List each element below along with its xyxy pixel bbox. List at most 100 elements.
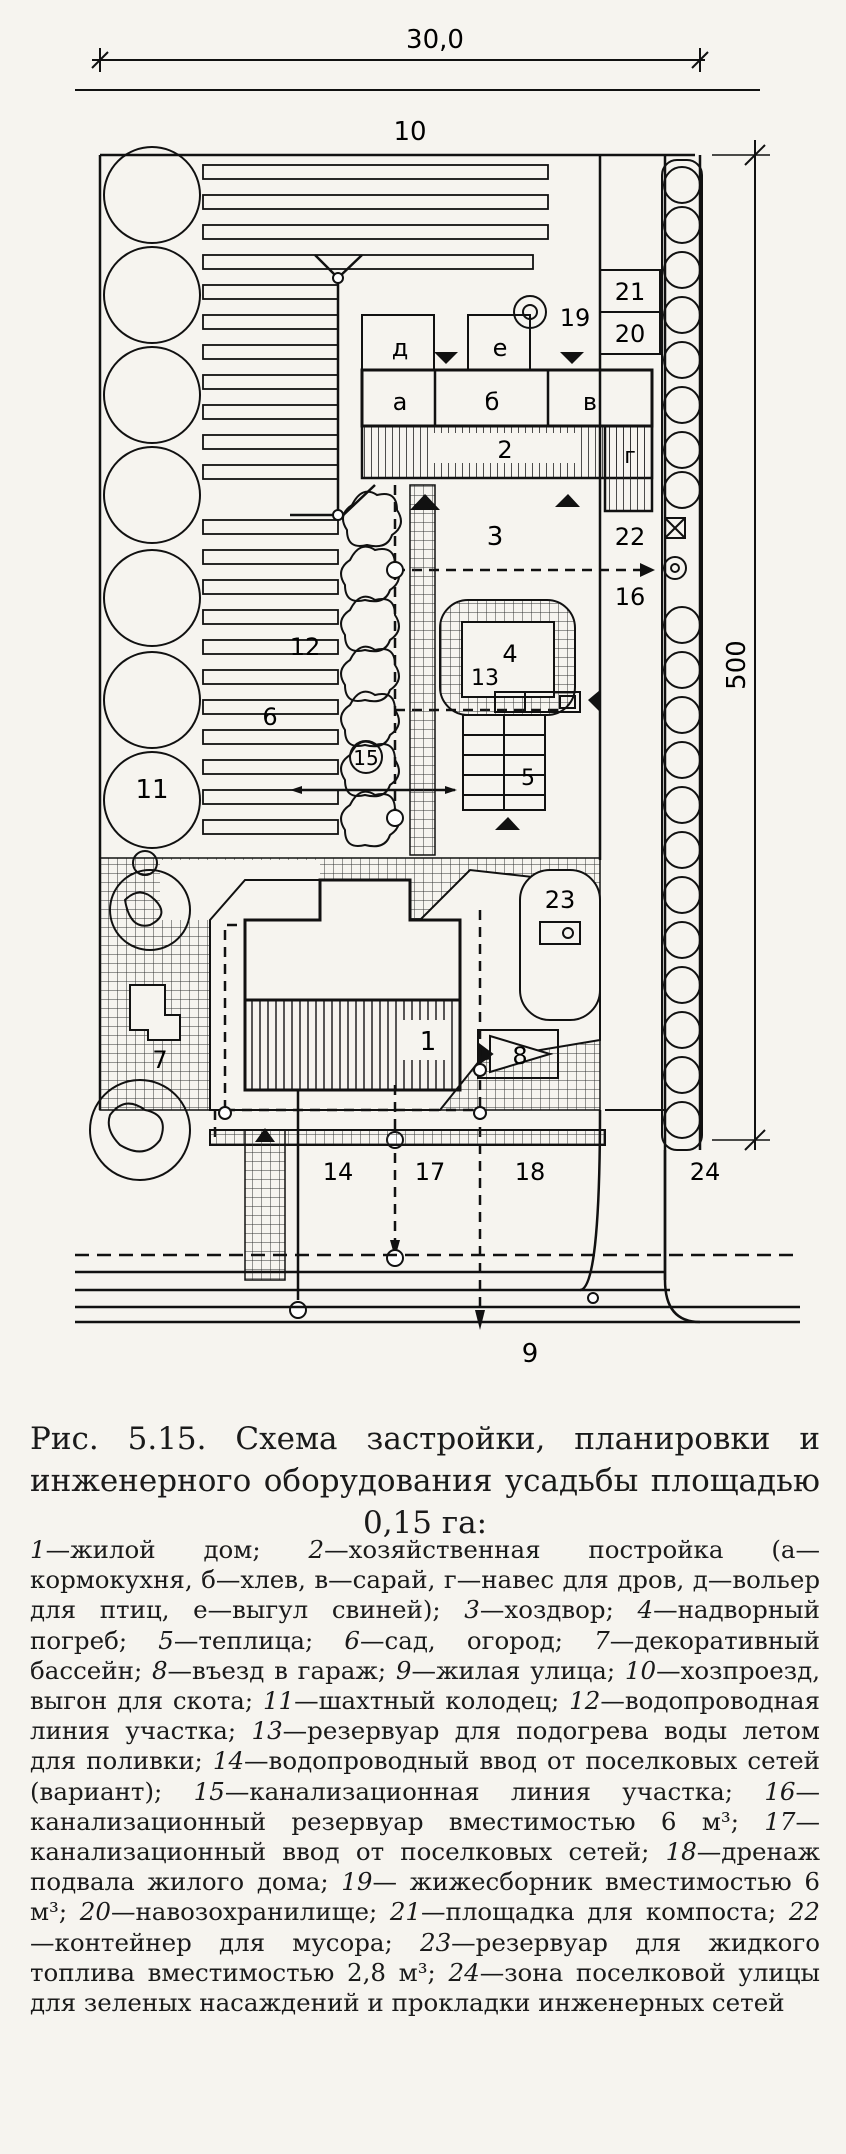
legend-text: —резервуар для жидкого топлива вместимос… [30,1927,820,1987]
ornamental-shrub [89,850,191,1181]
label-23: 23 [545,886,576,914]
legend-text: —сад, огород; [360,1625,595,1655]
label-14: 14 [323,1158,354,1186]
label-1: 1 [420,1027,437,1057]
legend-text: —резервуар для подогрева воды летом для … [30,1716,820,1776]
label-10: 10 [393,117,426,147]
label-18: 18 [515,1158,546,1186]
legend-number: 21 [389,1897,422,1927]
legend-item: 13—резервуар для подогрева воды летом дл… [30,1716,820,1775]
length-dimension: 500 [712,140,770,1151]
house [243,878,462,1092]
legend-number: 7 [594,1625,610,1655]
legend-item: 11—шахтный колодец; [263,1686,569,1715]
legend-text: —зона поселковой улицы для зеленых насаж… [30,1957,820,2018]
legend-number: 4 [637,1595,654,1625]
legend-item: 21—площадка для компоста; [390,1897,789,1926]
legend-number: 18 [665,1837,697,1867]
legend-item: 7—декоративный бассейн; [30,1626,820,1685]
legend-number: 9 [395,1655,412,1685]
label-2: 2 [497,436,512,464]
label-20: 20 [615,320,646,348]
legend-number: 5 [158,1625,174,1655]
legend-number: 24 [448,1957,480,1987]
legend-item: 18—дренаж подвала жилого дома; [30,1837,820,1896]
legend-number: 8 [151,1655,168,1685]
legend-item: 1—жилой дом; [30,1535,308,1564]
legend-text: —надворный погреб; [30,1595,820,1655]
legend-number: 3 [464,1595,480,1625]
legend-text: —канализационная линия участка; [224,1776,765,1806]
width-label: 30,0 [406,25,464,55]
label-a: а [393,388,408,416]
legend-item: 14—водопроводный ввод от поселковых сете… [30,1746,820,1805]
label-21: 21 [615,278,646,306]
legend-item: 23—резервуар для жидкого топлива вместим… [30,1928,820,1987]
width-dimension: 30,0 [75,25,760,91]
legend-item: 10—хозпроезд, выгон для скота; [30,1656,820,1715]
label-12: 12 [290,633,321,661]
legend-text: —жилой дом; [45,1535,309,1564]
label-v: в [583,388,597,416]
legend-number: 1 [30,1535,46,1564]
legend-number: 15 [193,1776,225,1806]
legend-number: 2 [308,1535,325,1564]
legend-item: 6—сад, огород; [344,1626,594,1655]
legend-item: 12—водопроводная линия участка; [30,1686,820,1745]
label-d: д [392,334,409,362]
label-8: 8 [512,1042,527,1070]
legend-number: 20 [79,1897,111,1927]
legend-item: 3—хоздвор; [464,1595,637,1624]
legend-item: 17—канализационный ввод от поселковых се… [30,1807,820,1866]
legend-text: —водопроводная линия участка; [30,1686,820,1746]
paved-walk [409,484,436,856]
label-4: 4 [502,640,517,668]
legend-item: 8—въезд в гараж; [152,1656,396,1685]
legend-number: 11 [262,1686,295,1716]
legend-text: —хозпроезд, выгон для скота; [30,1655,821,1716]
label-b: б [485,388,500,416]
legend-text: —въезд в гараж; [167,1655,396,1685]
legend-text: —декоративный бассейн; [30,1625,820,1685]
legend-number: 23 [419,1927,452,1957]
label-e: е [493,334,508,362]
label-16: 16 [615,583,646,611]
water-tank [494,691,581,713]
legend-item: 16—канализационный резервуар вместимость… [30,1777,820,1836]
legend-number: 22 [788,1897,820,1927]
label-13: 13 [471,666,499,691]
legend-item: 5—теплица; [158,1626,344,1655]
figure-legend: 1—жилой дом; 2—хозяйственная постройка (… [30,1535,820,2018]
legend-text: —шахтный колодец; [294,1686,570,1716]
legend-text: —хоздвор; [479,1595,638,1625]
legend-text: —жилая улица; [411,1655,625,1685]
label-19: 19 [560,304,591,332]
label-15: 15 [353,746,378,770]
legend-text: — жижесборник вместимостью 6 м³; [30,1867,820,1927]
legend-number: 17 [764,1806,796,1836]
label-17: 17 [415,1158,446,1186]
figure-caption: Рис. 5.15. Схема застройки, планировки и… [30,1421,820,1541]
label-3: 3 [487,522,504,552]
legend-item: 2—хозяйственная постройка (а—кормокухня,… [30,1535,820,1624]
legend-number: 6 [344,1625,360,1655]
waste-container [663,517,687,580]
label-6: 6 [262,703,277,731]
tree-row [103,146,201,849]
legend-item: 19— жижесборник вместимостью 6 м³; [30,1867,820,1926]
legend-number: 13 [251,1716,283,1746]
legend-item: 9—жилая улица; [396,1656,625,1685]
legend-item: 4—надворный погреб; [30,1595,820,1654]
legend-number: 12 [569,1686,601,1716]
legend-text: —канализационный ввод от поселковых сете… [30,1806,820,1867]
legend-number: 10 [624,1655,657,1685]
legend-text: —теплица; [173,1625,345,1655]
compost-manure [599,269,661,355]
site-plan: 30,0 500 10 11 [75,25,800,1369]
label-9: 9 [522,1339,539,1369]
label-g: г [624,444,636,469]
label-11: 11 [135,775,168,805]
decorative-pool [129,984,181,1041]
slurry-well [513,295,547,350]
legend-item: 20—навозохранилище; [80,1897,390,1926]
